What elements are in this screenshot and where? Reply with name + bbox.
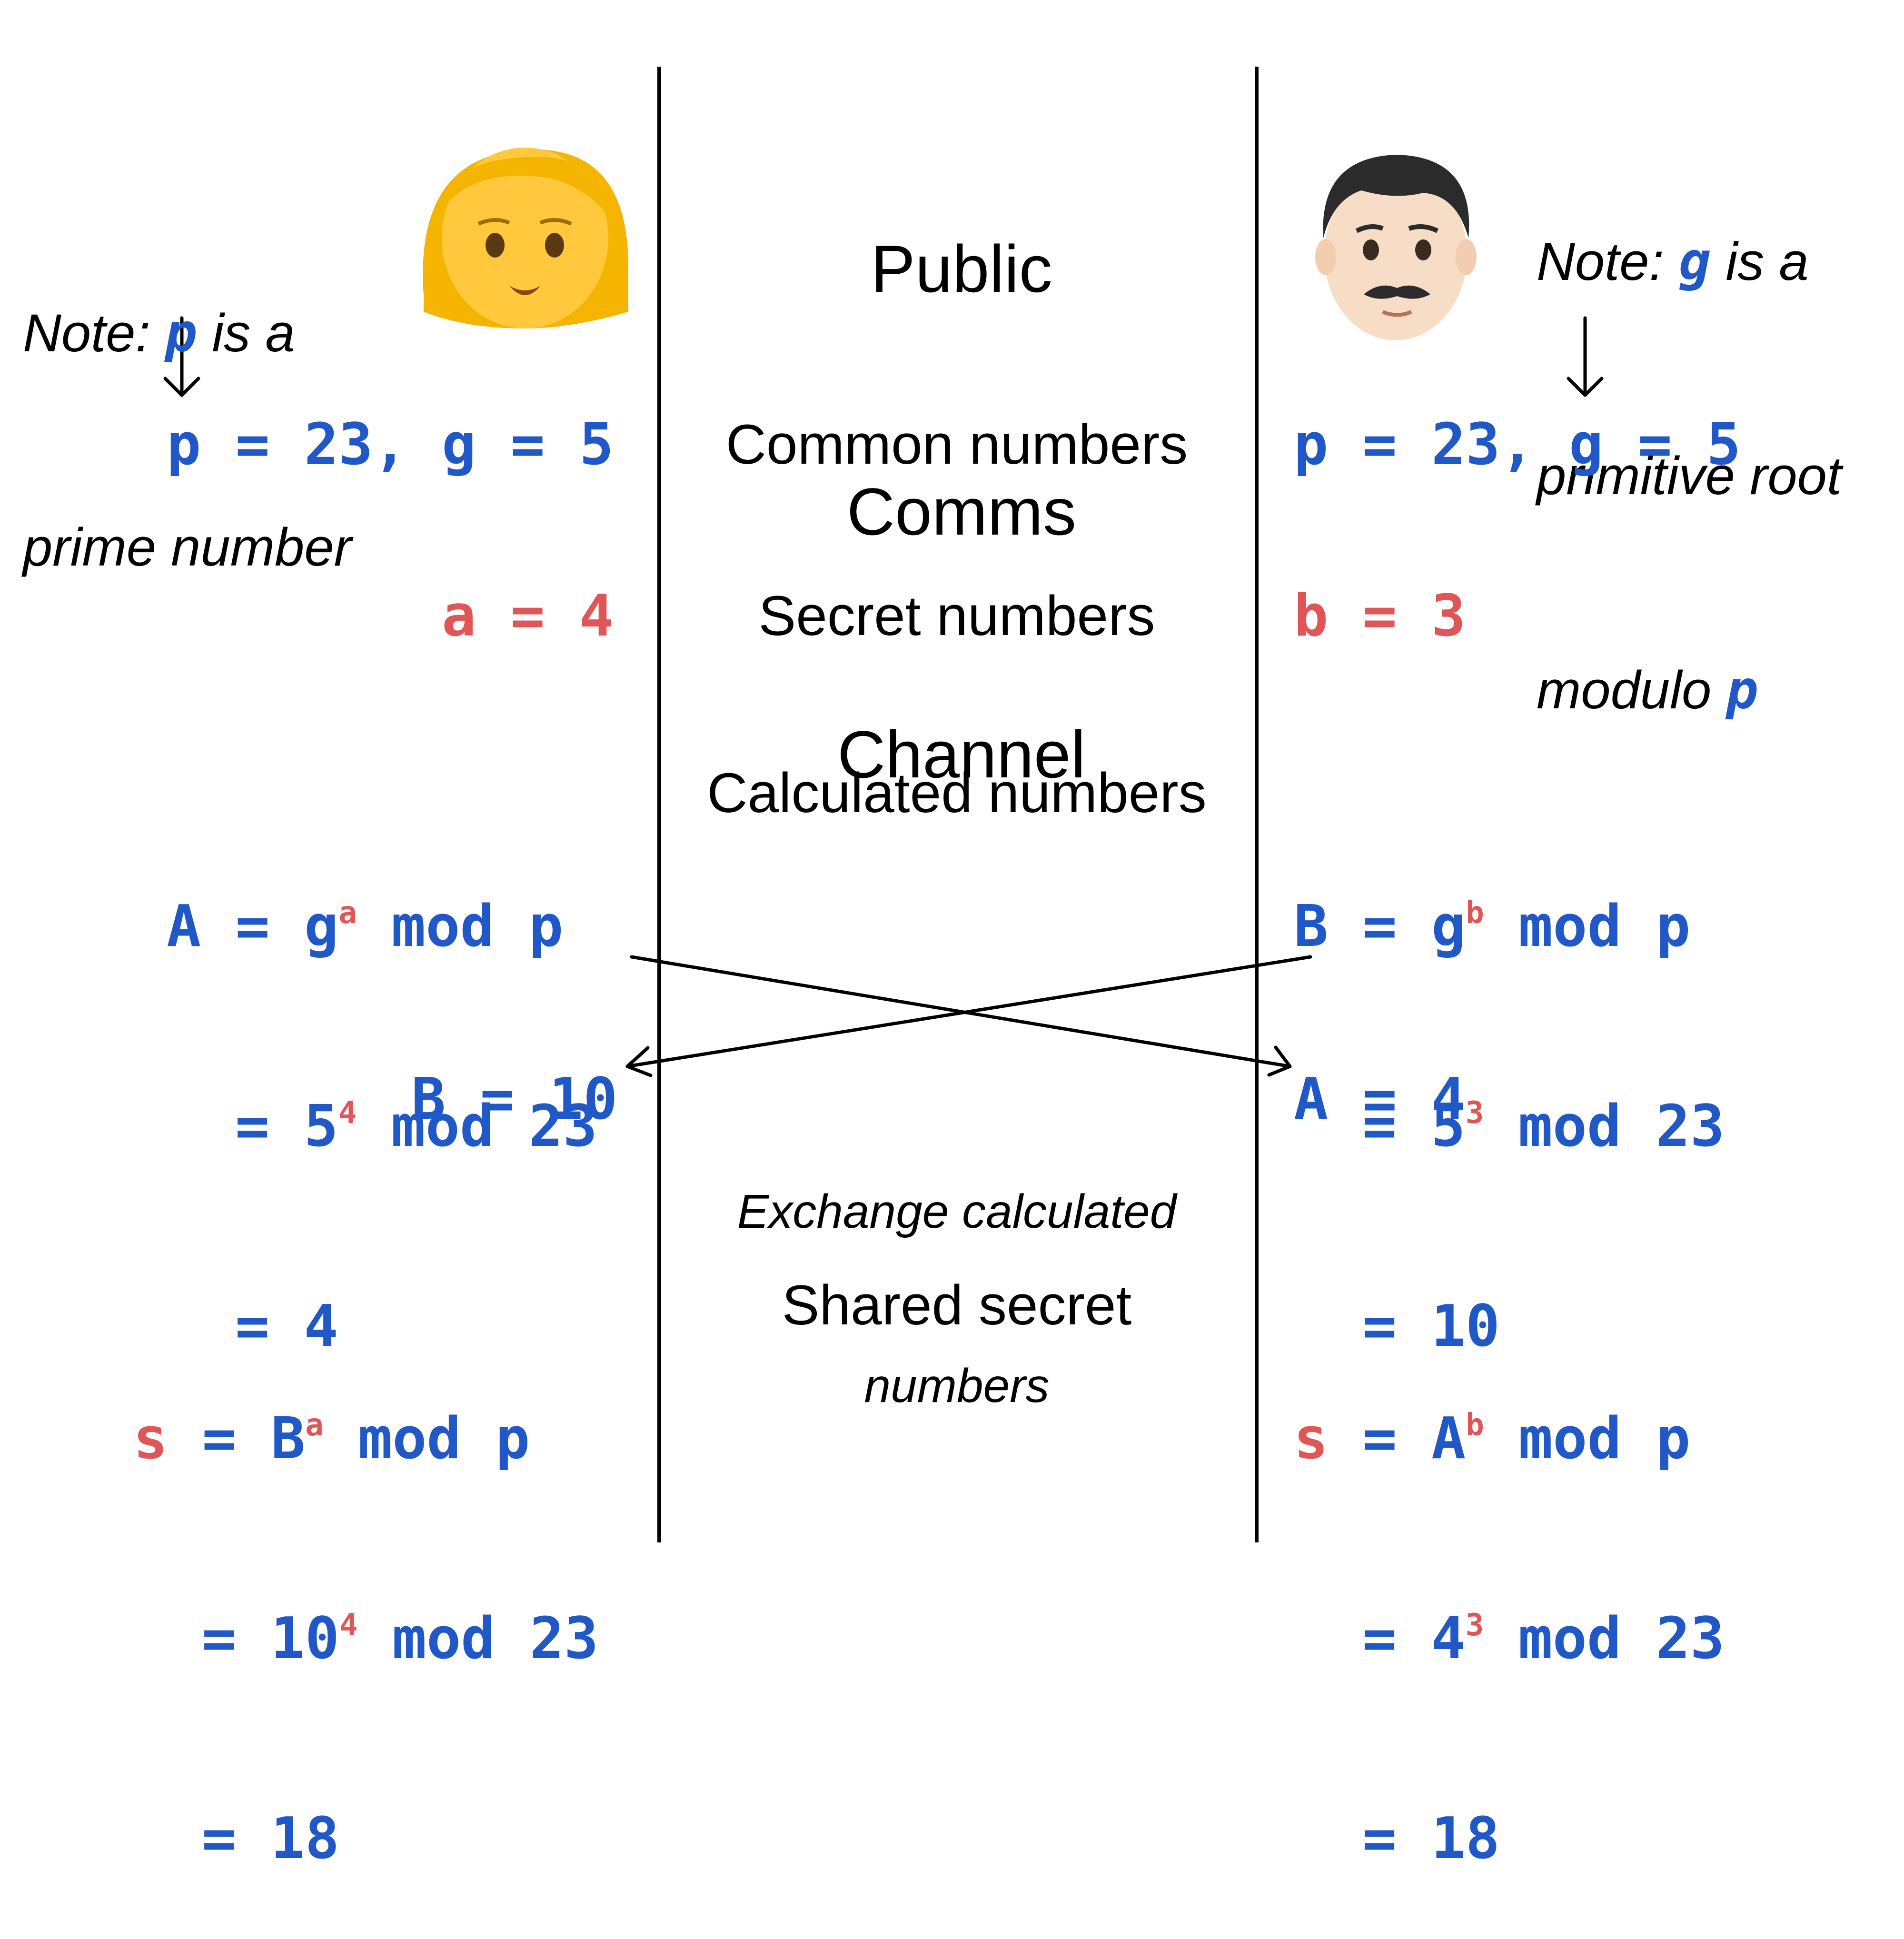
right-secret-value: = 3 xyxy=(1328,583,1466,649)
right-note-suffix: is a xyxy=(1711,232,1809,291)
left-shared-line-2: = 104 mod 23 xyxy=(133,1606,598,1672)
left-calc-rest: mod p xyxy=(357,894,564,960)
right-calc-l2-rest: mod 23 xyxy=(1484,1094,1725,1160)
right-shared-l2-rest: mod 23 xyxy=(1484,1606,1725,1672)
right-calc-eq: = g xyxy=(1328,894,1466,960)
left-shared-line-1: s = Ba mod p xyxy=(133,1406,598,1472)
left-common-g: g xyxy=(441,412,476,478)
right-shared-var: s xyxy=(1294,1406,1329,1472)
right-secret: b = 3 xyxy=(1294,583,1466,650)
right-common: p = 23, g = 5 xyxy=(1294,412,1741,478)
left-calc-var: A xyxy=(167,894,201,960)
left-common-p-value: = 23, xyxy=(201,412,442,478)
right-calc: B = gb mod p = 53 mod 23 = 10 xyxy=(1294,760,1725,1427)
row-label-exchange: Exchange calculated numbers xyxy=(662,1066,1252,1473)
right-shared-eq: = A xyxy=(1328,1406,1466,1472)
left-shared-eq: = B xyxy=(168,1406,306,1472)
left-calc-line-1: A = ga mod p xyxy=(167,894,597,960)
left-secret-var: a xyxy=(442,583,476,649)
right-secret-var: b xyxy=(1294,583,1329,649)
row-label-common: Common numbers xyxy=(725,413,1188,476)
left-divider xyxy=(657,67,661,1542)
left-note-suffix: is a xyxy=(197,303,295,363)
left-calc-eq: = g xyxy=(201,894,339,960)
left-shared-l2-exp: 4 xyxy=(339,1608,358,1643)
right-calc-var: B xyxy=(1294,894,1329,960)
right-common-p: p xyxy=(1294,412,1329,478)
right-note-line-2: primitive root xyxy=(1537,446,1842,506)
right-note: Note: g is a primitive root modulo p xyxy=(1537,83,1842,797)
left-note: Note: p is a prime number xyxy=(23,155,352,655)
right-shared-l2-exp: 3 xyxy=(1465,1608,1484,1643)
right-note-prefix: Note: xyxy=(1537,232,1679,291)
right-note-line-1: Note: g is a xyxy=(1537,226,1842,298)
left-shared-exp: a xyxy=(305,1408,324,1443)
left-calc-line-3: = 4 xyxy=(235,1293,338,1360)
left-common-g-value: = 5 xyxy=(476,412,614,478)
right-received-value: = 4 xyxy=(1328,1066,1466,1133)
right-divider xyxy=(1255,67,1259,1542)
right-common-p-value: = 23, xyxy=(1328,412,1569,478)
left-note-prefix: Note: xyxy=(23,303,165,363)
right-calc-line-2: = 53 mod 23 xyxy=(1294,1094,1725,1160)
right-calc-exp: b xyxy=(1466,895,1484,931)
left-shared-var: s xyxy=(133,1406,168,1472)
left-common: p = 23, g = 5 xyxy=(167,412,614,478)
right-shared-line-3: = 18 xyxy=(1362,1806,1500,1872)
left-calc: A = ga mod p = 54 mod 23 = 4 xyxy=(167,760,597,1427)
exchange-line-2: numbers xyxy=(864,1359,1050,1412)
exchange-arrow-b-to-left xyxy=(625,955,1312,1077)
left-received-var: B xyxy=(411,1066,446,1133)
right-calc-line-1: B = gb mod p xyxy=(1294,894,1725,960)
right-calc-l2-eq: = 5 xyxy=(1362,1094,1466,1160)
left-note-var: p xyxy=(165,302,198,364)
right-shared: s = Ab mod p = 43 mod 23 = 18 xyxy=(1294,1273,1725,1939)
left-shared-l2-eq: = 10 xyxy=(202,1606,339,1672)
channel-title-line-3: Channel xyxy=(837,717,1086,792)
right-common-g-value: = 5 xyxy=(1603,412,1741,478)
exchange-line-1: Exchange calculated xyxy=(737,1185,1177,1238)
left-secret: a = 4 xyxy=(442,583,614,650)
right-shared-line-1: s = Ab mod p xyxy=(1294,1406,1725,1472)
left-calc-l2-eq: = 5 xyxy=(235,1094,338,1160)
left-calc-line-2: = 54 mod 23 xyxy=(167,1094,597,1160)
right-calc-line-3: = 10 xyxy=(1362,1293,1500,1360)
left-secret-value: = 4 xyxy=(476,583,614,649)
left-note-line-2: prime number xyxy=(23,517,352,577)
channel-title-line-2: Comms xyxy=(846,474,1077,549)
left-shared-line-3: = 18 xyxy=(202,1806,339,1872)
right-note-line-3: modulo p xyxy=(1537,655,1842,726)
left-shared: s = Ba mod p = 104 mod 23 = 18 xyxy=(133,1273,598,1939)
left-calc-exp: a xyxy=(338,895,357,931)
right-note-line3-prefix: modulo xyxy=(1537,660,1726,720)
right-calc-rest: mod p xyxy=(1484,894,1691,960)
left-note-arrow xyxy=(163,316,200,397)
channel-title: Public Comms Channel xyxy=(781,67,1142,876)
row-label-calculated: Calculated numbers xyxy=(707,762,1207,825)
right-shared-rest: mod p xyxy=(1484,1406,1691,1472)
left-common-p: p xyxy=(167,412,201,478)
left-received-value: = 10 xyxy=(446,1066,618,1133)
row-label-secret: Secret numbers xyxy=(758,585,1155,647)
right-calc-l2-exp: 3 xyxy=(1465,1095,1484,1131)
right-shared-l2-eq: = 4 xyxy=(1362,1606,1466,1672)
left-shared-l2-rest: mod 23 xyxy=(357,1606,599,1672)
right-note-line3-var: p xyxy=(1726,659,1758,721)
row-label-shared: Shared secret xyxy=(782,1274,1132,1337)
channel-title-line-1: Public xyxy=(871,231,1052,306)
right-common-g: g xyxy=(1568,412,1604,478)
arrows-layer xyxy=(163,316,1604,1077)
left-shared-rest: mod p xyxy=(323,1406,530,1472)
right-received: A = 4 xyxy=(1294,1066,1466,1133)
right-shared-line-2: = 43 mod 23 xyxy=(1294,1606,1725,1672)
right-shared-exp: b xyxy=(1466,1408,1484,1443)
left-received: B = 10 xyxy=(411,1066,617,1133)
left-calc-l2-rest: mod 23 xyxy=(357,1094,598,1160)
left-note-line-1: Note: p is a xyxy=(23,298,352,369)
right-note-arrow xyxy=(1567,316,1604,397)
right-note-var: g xyxy=(1678,231,1711,293)
right-received-var: A xyxy=(1294,1066,1329,1133)
left-calc-l2-exp: 4 xyxy=(338,1095,357,1131)
